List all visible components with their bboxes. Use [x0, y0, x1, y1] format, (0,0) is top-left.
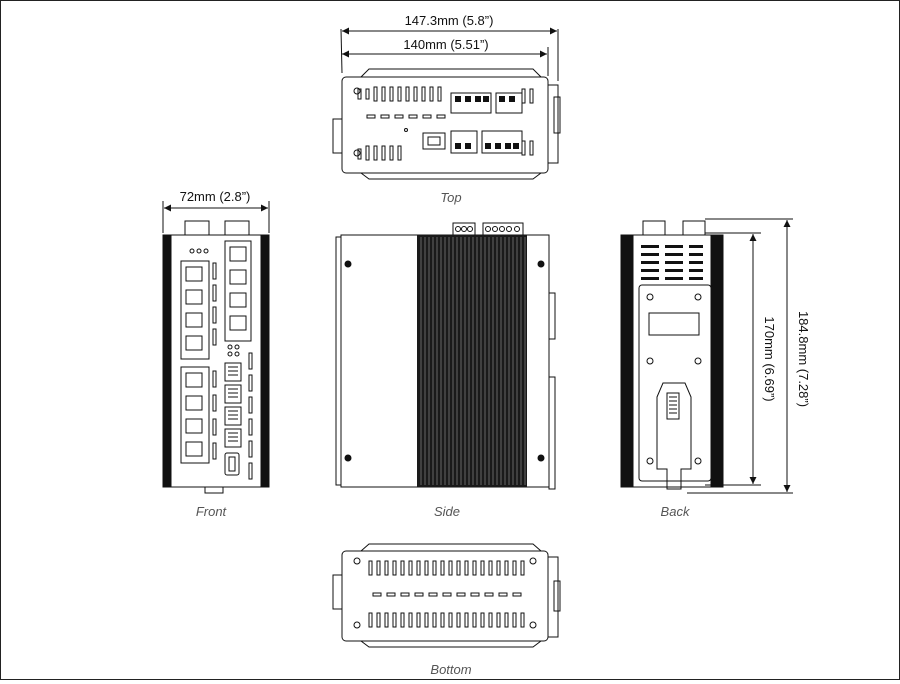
side-heatsink [417, 235, 527, 487]
front-rj45-ports-right [224, 240, 252, 342]
caption-front: Front [196, 504, 228, 519]
dim-top-body: 140mm (5.51”) [403, 37, 488, 52]
top-view-body [341, 76, 549, 174]
caption-side: Side [434, 504, 460, 519]
back-view-body [620, 234, 724, 488]
bottom-vent-slots [368, 560, 525, 628]
front-vent-slots [212, 262, 253, 480]
front-rj45-ports-left [180, 260, 210, 464]
dim-back-overall-height: 184.8mm (7.28”) [796, 311, 811, 407]
caption-bottom: Bottom [430, 662, 471, 677]
terminal-blocks [450, 92, 523, 154]
dim-top-overall: 147.3mm (5.8”) [405, 13, 494, 28]
back-vent-slots [641, 245, 703, 280]
side-view [335, 222, 556, 490]
dim-back-body-height: 170mm (6.69”) [762, 316, 777, 401]
console-port-icon [422, 132, 446, 150]
bottom-view [332, 543, 561, 648]
dim-front-width: 72mm (2.8”) [180, 189, 251, 204]
top-view [332, 27, 561, 180]
front-sfp-ports [224, 362, 242, 448]
back-view [620, 218, 793, 494]
front-view [162, 201, 270, 494]
front-usb-port [224, 452, 240, 476]
caption-top: Top [440, 190, 461, 205]
din-rail-plate [638, 284, 712, 482]
caption-back: Back [661, 504, 691, 519]
